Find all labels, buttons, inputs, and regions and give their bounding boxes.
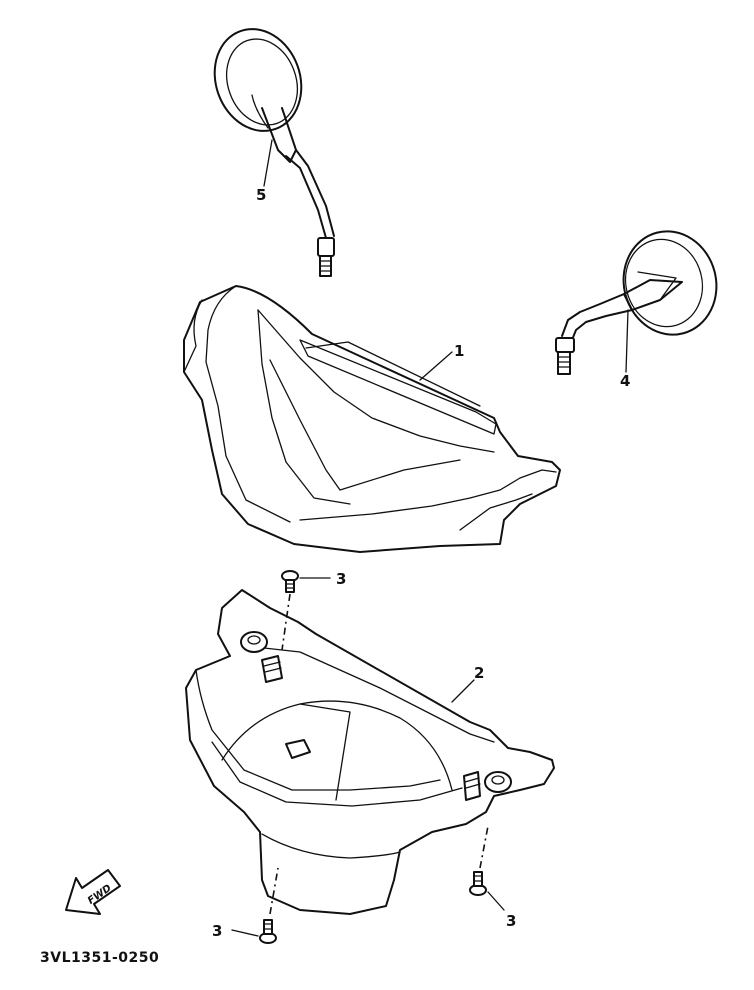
screw-part-3-bottom-left xyxy=(231,867,279,944)
callout-5: 5 xyxy=(256,186,266,204)
leader-line-2 xyxy=(451,679,475,703)
callout-3-bottom-left: 3 xyxy=(212,922,222,940)
leader-line-4 xyxy=(625,309,629,373)
callout-3-top: 3 xyxy=(336,570,346,588)
screw-part-3-top xyxy=(281,570,331,651)
callout-2: 2 xyxy=(474,664,484,682)
lower-handlebar-cover-part-2 xyxy=(185,589,555,915)
leader-line-5 xyxy=(263,139,273,187)
leader-line-1 xyxy=(419,351,453,381)
screw-part-3-bottom-right xyxy=(469,825,505,911)
part-code: 3VL1351-0250 xyxy=(40,950,159,966)
fwd-arrow-icon: FWD xyxy=(65,869,121,915)
mirror-part-5 xyxy=(213,28,335,277)
callout-4: 4 xyxy=(620,372,630,390)
mirror-part-4 xyxy=(555,230,718,375)
callout-1: 1 xyxy=(454,342,464,360)
callout-3-bottom-right: 3 xyxy=(506,912,516,930)
upper-handlebar-cover-part-1 xyxy=(183,285,561,553)
